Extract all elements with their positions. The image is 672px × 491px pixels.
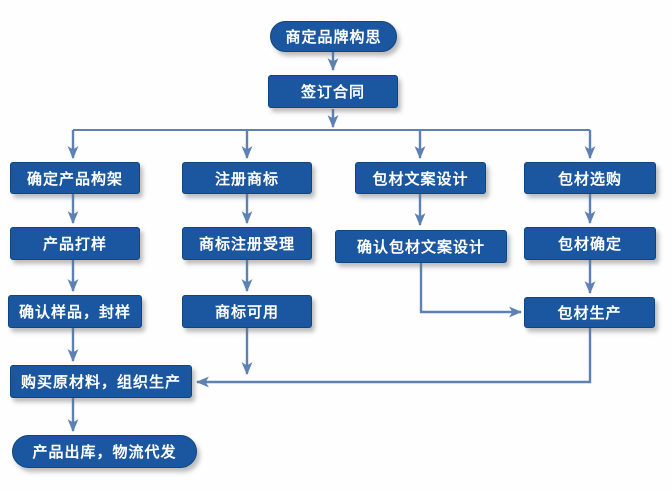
flow-node-product-structure: 确定产品构架 (10, 162, 140, 194)
flow-node-packaging-production: 包材生产 (524, 297, 655, 328)
flow-node-trademark-register: 注册商标 (182, 162, 312, 194)
flow-node-trademark-acceptance: 商标注册受理 (182, 227, 312, 260)
edge-confirm-packaging-copy-to-packaging-production (419, 263, 523, 318)
flow-node-packaging-copy-design: 包材文案设计 (355, 162, 486, 194)
flow-node-purchase-materials: 购买原材料，组织生产 (10, 365, 192, 398)
edge-packaging-production-to-purchase-materials (195, 328, 592, 388)
flow-node-confirm-sample: 确认样品，封样 (8, 295, 142, 328)
flow-node-product-shipment: 产品出库，物流代发 (12, 435, 197, 468)
flow-node-confirm-packaging-copy: 确认包材文案设计 (335, 230, 507, 263)
flow-node-trademark-usable: 商标可用 (182, 295, 312, 328)
flow-node-packaging-confirm: 包材确定 (524, 227, 656, 260)
flow-node-brand-concept: 商定品牌构思 (270, 21, 397, 52)
flow-node-product-sampling: 产品打样 (10, 227, 140, 260)
flow-node-sign-contract: 签订合同 (268, 75, 398, 108)
flow-node-packaging-purchase: 包材选购 (524, 162, 656, 194)
